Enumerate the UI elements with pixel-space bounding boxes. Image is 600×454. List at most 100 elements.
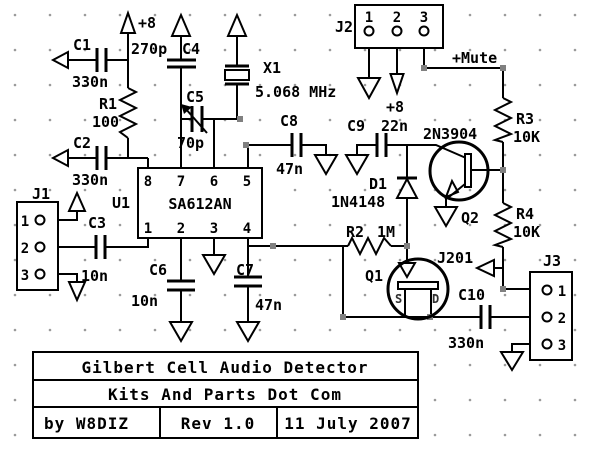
ic-body — [137, 167, 263, 239]
u1-pin3: 3 — [210, 221, 218, 237]
capacitor-icon — [94, 235, 107, 259]
c9-ref: C9 — [347, 117, 365, 135]
j2-pin3: 3 — [420, 10, 428, 26]
transistor-body — [428, 140, 490, 202]
ground-icon[interactable] — [313, 154, 339, 176]
trimmer-arrow — [184, 107, 208, 134]
component-x1[interactable]: X1 5.068 MHz — [224, 59, 336, 101]
ground-icon[interactable] — [356, 77, 382, 101]
c3-value: 10n — [81, 267, 108, 285]
transistor-body — [386, 257, 450, 321]
left-arrow-icon[interactable] — [50, 50, 69, 70]
component-c1[interactable]: C1 330n — [72, 36, 108, 91]
pin-circle — [34, 241, 46, 253]
q2-part: 2N3904 — [423, 125, 477, 143]
component-c6[interactable]: C6 10n — [131, 261, 195, 310]
component-r1[interactable]: R1 100 — [92, 87, 139, 139]
q1-drain-label: D — [432, 292, 439, 306]
r1-value: 100 — [92, 113, 119, 131]
u1-part: SA612AN — [168, 195, 231, 213]
capacitor-icon — [234, 275, 262, 288]
pin-circle — [391, 25, 403, 37]
j3-pin1: 1 — [558, 284, 566, 300]
component-u1[interactable]: 8 7 6 5 1 2 3 4 SA612AN U1 — [112, 167, 263, 239]
title-block: Gilbert Cell Audio Detector Kits And Par… — [32, 351, 419, 439]
pin-circle — [363, 25, 375, 37]
c5-value: 70p — [177, 134, 204, 152]
j1-pin2: 2 — [21, 241, 29, 257]
u1-pin8: 8 — [144, 174, 152, 190]
component-c10[interactable]: C10 330n — [448, 286, 492, 352]
x1-ref: X1 — [263, 59, 281, 77]
j1-ref: J1 — [32, 185, 50, 203]
left-arrow-icon[interactable] — [50, 148, 69, 168]
mute-net-label[interactable]: +Mute — [452, 49, 497, 67]
component-c9[interactable]: C9 22n — [347, 117, 408, 157]
c2-value: 330n — [72, 171, 108, 189]
capacitor-icon — [95, 48, 108, 72]
left-arrow-icon[interactable] — [474, 258, 495, 278]
component-r2[interactable]: R2 1M — [346, 223, 395, 257]
u1-ref: U1 — [112, 194, 130, 212]
component-r4[interactable]: R4 10K — [491, 202, 540, 248]
component-q2[interactable]: 2N3904 Q2 — [423, 125, 490, 227]
c5-ref: C5 — [186, 88, 204, 106]
wires — [45, 34, 542, 352]
plus8-j2-label: +8 — [386, 98, 404, 116]
r3-ref: R3 — [516, 110, 534, 128]
pin-circle — [34, 268, 46, 280]
c6-ref: C6 — [149, 261, 167, 279]
schematic-title: Gilbert Cell Audio Detector — [81, 358, 368, 377]
up-arrow-icon[interactable] — [67, 190, 87, 212]
plus8-top-flag[interactable]: +8 — [119, 9, 156, 34]
ground-icon[interactable] — [344, 154, 370, 176]
u1-pin7: 7 — [177, 174, 185, 190]
plus8-j2-flag[interactable]: +8 — [386, 73, 405, 116]
c7-ref: C7 — [236, 261, 254, 279]
component-c7[interactable]: C7 47n — [234, 261, 282, 314]
j3-pin2: 2 — [558, 311, 566, 327]
component-q1[interactable]: S D Q1 J201 — [365, 249, 473, 321]
u1-pin5: 5 — [243, 174, 251, 190]
u1-pin1: 1 — [144, 221, 152, 237]
c4-value: 270p — [131, 40, 167, 58]
ground-icon[interactable] — [201, 254, 227, 276]
base-bar — [464, 153, 472, 188]
ground-icon[interactable] — [499, 351, 525, 372]
component-d1[interactable]: D1 1N4148 — [331, 175, 419, 211]
ground-icon[interactable] — [235, 321, 261, 343]
component-c4[interactable]: 270p C4 — [131, 40, 200, 69]
c3-ref: C3 — [88, 214, 106, 232]
ground-icon[interactable] — [168, 321, 194, 343]
resistor-icon — [117, 87, 139, 139]
c4-ref: C4 — [182, 40, 200, 58]
ground-icon[interactable] — [433, 206, 459, 228]
capacitor-icon — [375, 133, 388, 157]
q1-part: J201 — [437, 249, 473, 267]
component-c8[interactable]: C8 47n — [276, 112, 303, 178]
component-c5[interactable]: C5 70p — [177, 88, 208, 152]
crystal-icon — [224, 69, 250, 81]
ground-icon[interactable] — [67, 281, 87, 303]
u1-pin2: 2 — [177, 221, 185, 237]
connector-j3[interactable]: J3 1 2 3 — [529, 252, 573, 361]
trimmer-arrowhead — [181, 104, 192, 114]
capacitor-icon — [167, 279, 195, 292]
schematic-revision: Rev 1.0 — [181, 414, 255, 433]
up-arrow-icon[interactable] — [170, 12, 192, 37]
r2-value: 1M — [377, 223, 395, 241]
up-arrow-icon[interactable] — [226, 12, 248, 37]
component-c2[interactable]: C2 330n — [72, 134, 108, 189]
capacitor-icon — [167, 58, 196, 69]
title-block-border — [32, 351, 419, 439]
connector-j2[interactable]: J2 1 2 3 — [335, 4, 444, 49]
connector-j1[interactable]: J1 1 2 3 — [16, 185, 59, 291]
c9-value: 22n — [381, 117, 408, 135]
c2-ref: C2 — [73, 134, 91, 152]
j3-ref: J3 — [543, 252, 561, 270]
title-block-dividers — [33, 379, 418, 438]
component-c3[interactable]: C3 10n — [81, 214, 108, 285]
component-r3[interactable]: R3 10K — [491, 97, 540, 146]
plus8-top-label: +8 — [138, 14, 156, 32]
